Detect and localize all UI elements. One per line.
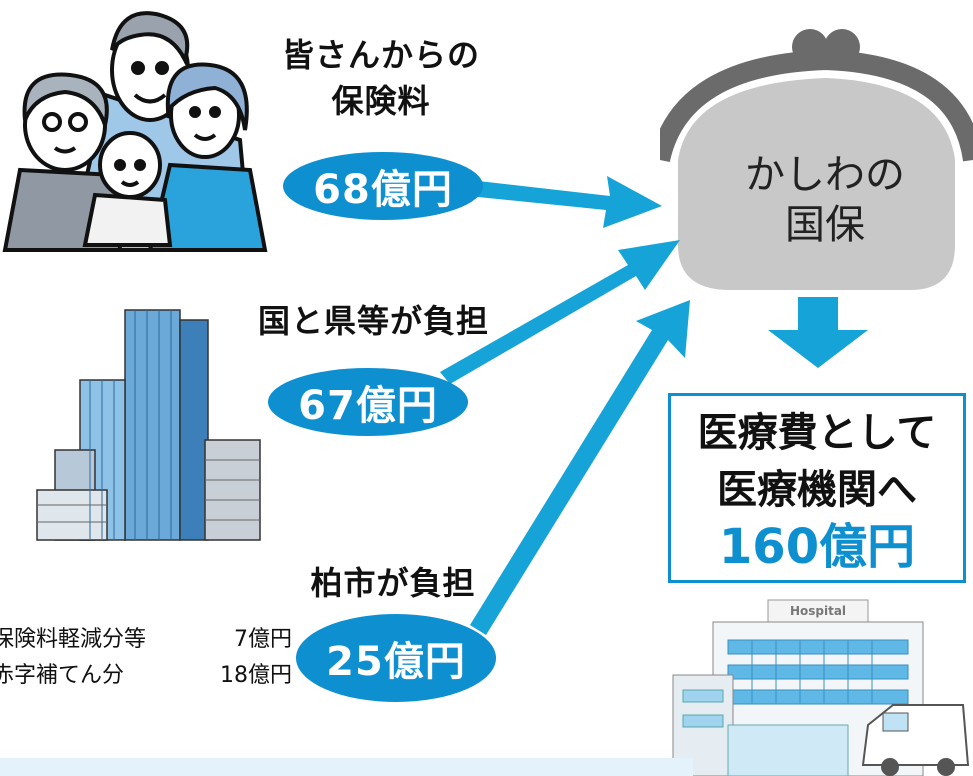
arrow-national — [440, 240, 680, 384]
purse-shape — [660, 29, 973, 290]
arrow-city — [470, 300, 690, 635]
hospital-sign: Hospital — [789, 604, 847, 618]
source-city-label: 柏市が負担 — [310, 564, 476, 602]
purse-label-line2: 国保 — [785, 202, 865, 248]
bottom-band — [0, 758, 693, 776]
purse-label: かしわの 国保 — [690, 150, 960, 250]
source-premiums-label-line1: 皆さんからの — [281, 36, 480, 74]
breakdown-amount: 7億円 — [234, 627, 292, 652]
source-premiums-label: 皆さんからの 保険料 — [276, 32, 486, 124]
source-city-amount: 25億円 — [296, 614, 496, 702]
hospital-illustration — [672, 599, 970, 776]
breakdown-item: 保険料軽減分等 — [0, 627, 147, 652]
breakdown-amount: 18億円 — [220, 663, 292, 688]
result-amount: 160億円 — [718, 519, 916, 575]
breakdown-item: 赤字補てん分 — [0, 663, 125, 688]
breakdown-row: 赤字補てん分 18億円 — [0, 658, 292, 694]
family-illustration — [2, 11, 268, 252]
purse-label-line1: かしわの — [745, 152, 905, 198]
source-national-label: 国と県等が負担 — [258, 302, 490, 340]
source-premiums-label-line2: 保険料 — [331, 82, 431, 120]
source-premiums-amount: 68億円 — [283, 152, 483, 220]
result-line1: 医療費として — [697, 410, 937, 456]
arrow-premiums — [468, 176, 662, 228]
breakdown-row: 保険料軽減分等 7億円 — [0, 622, 292, 658]
source-national-amount: 67億円 — [268, 368, 468, 436]
arrow-down — [768, 297, 868, 368]
result-line2: 医療機関へ — [717, 467, 917, 513]
result-box: 医療費として 医療機関へ 160億円 — [668, 393, 966, 583]
buildings-illustration — [36, 309, 261, 541]
city-breakdown: 保険料軽減分等 7億円 赤字補てん分 18億円 — [0, 622, 292, 694]
